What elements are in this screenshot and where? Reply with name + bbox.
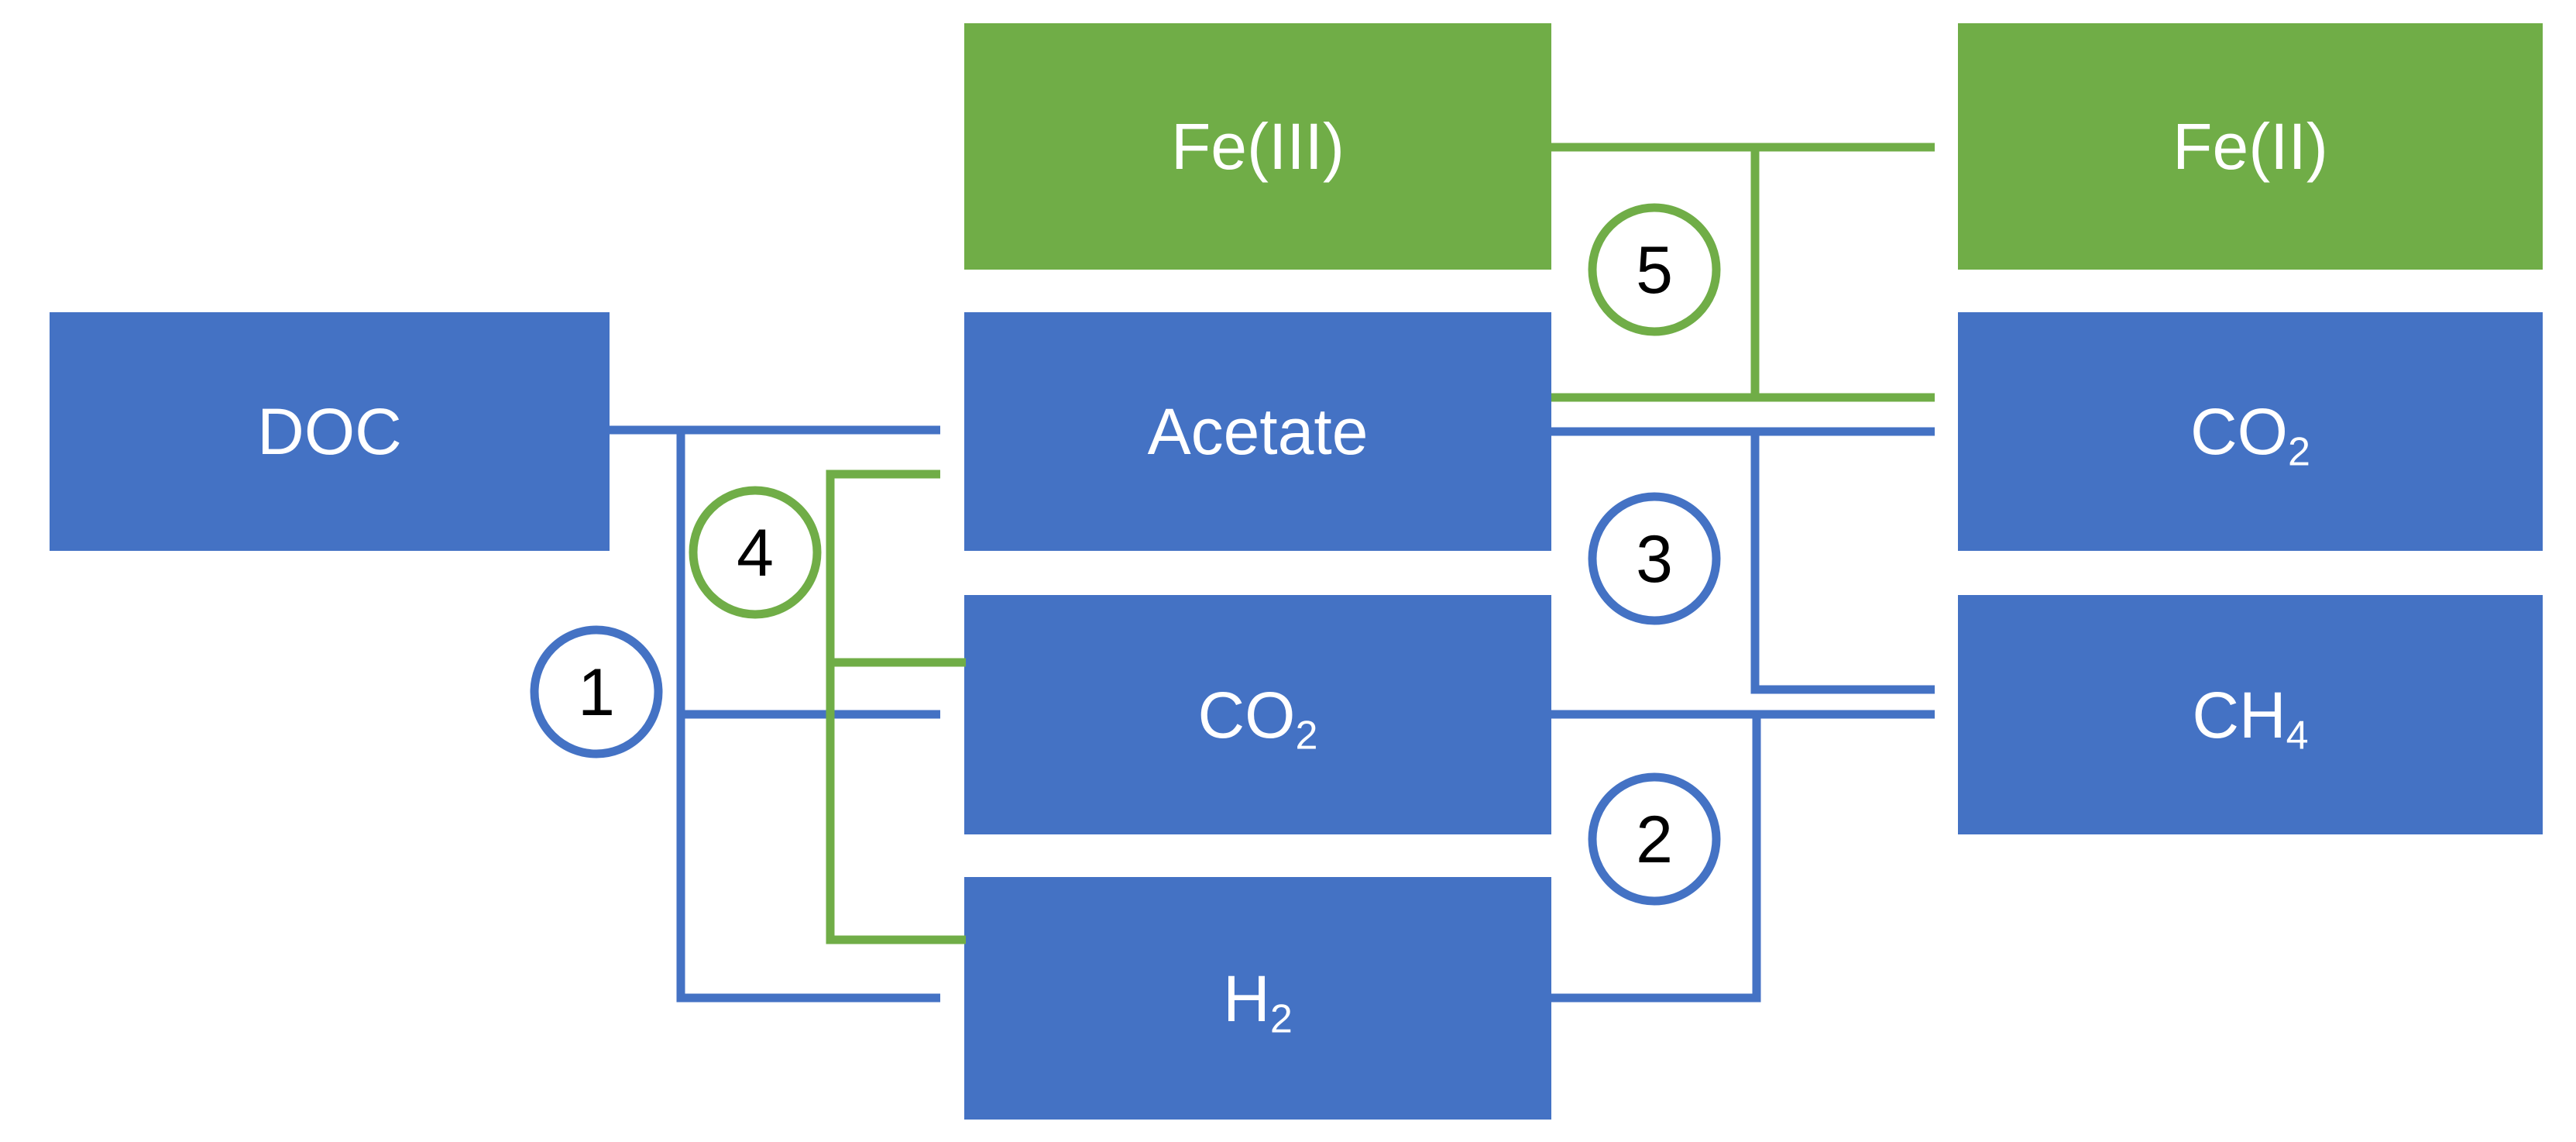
box-co2-right: CO2 — [1958, 312, 2543, 551]
box-ch4: CH4 — [1958, 595, 2543, 834]
box-co2-right-label: CO2 — [2190, 395, 2310, 475]
step-circle-4-label: 4 — [737, 516, 774, 590]
box-fe3-label: Fe(III) — [1171, 110, 1345, 183]
box-acetate: Acetate — [964, 312, 1551, 551]
box-fe3: Fe(III) — [964, 23, 1551, 270]
step-circle-3 — [1588, 492, 1721, 625]
step-circle-5 — [1588, 203, 1721, 336]
box-fe2: Fe(II) — [1958, 23, 2543, 270]
step-circle-1-label: 1 — [578, 655, 615, 730]
box-co2-left-label: CO2 — [1197, 678, 1318, 758]
box-doc: DOC — [50, 312, 610, 551]
arrow-acetate-to-ch4 — [1750, 432, 1935, 694]
box-co2-left: CO2 — [964, 595, 1551, 834]
step-circle-2-label: 2 — [1636, 803, 1673, 877]
step-circle-2 — [1588, 772, 1721, 906]
connector-h2-to-ch4 — [1551, 714, 1761, 1003]
arrow-doc-to-h2 — [676, 430, 940, 1003]
box-ch4-label: CH4 — [2192, 678, 2309, 758]
box-doc-label: DOC — [257, 395, 402, 468]
arrow-h2-to-acetate — [826, 470, 966, 944]
step-circle-1 — [530, 625, 663, 758]
box-acetate-label: Acetate — [1147, 395, 1369, 468]
step-circle-5-label: 5 — [1636, 233, 1673, 308]
step-circle-4 — [689, 486, 822, 619]
box-h2: H2 — [964, 877, 1551, 1120]
box-fe2-label: Fe(II) — [2172, 110, 2328, 183]
box-h2-label: H2 — [1223, 961, 1293, 1042]
step-circle-3-label: 3 — [1636, 522, 1673, 597]
